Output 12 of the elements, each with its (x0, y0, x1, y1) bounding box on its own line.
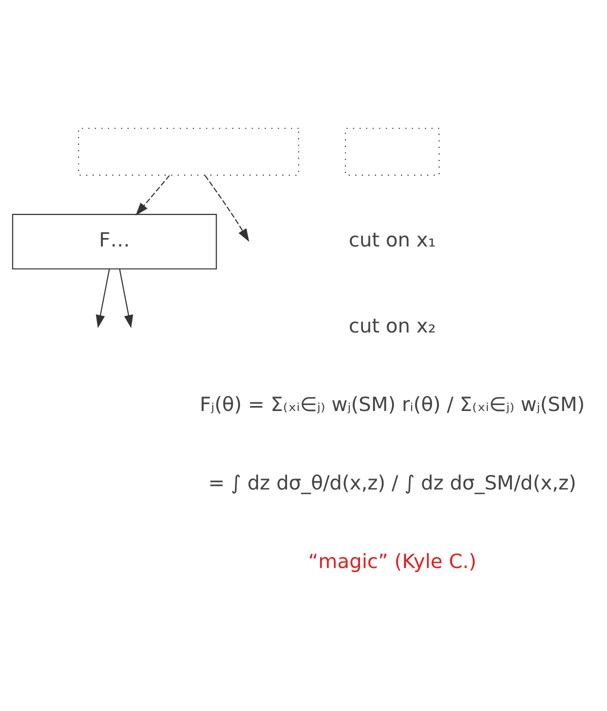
arrow (136, 175, 170, 216)
arrow (119, 269, 134, 328)
label: = ∫ dz dσ_θ/d(x,z) / ∫ dz dσ_SM/d(x,z) (208, 471, 576, 494)
label: cut on x₁ (348, 228, 436, 252)
node-box: F… (12, 214, 217, 270)
arrow (204, 175, 250, 242)
label: “magic” (Kyle C.) (308, 550, 476, 573)
label: cut on x₂ (348, 314, 436, 338)
node-box (344, 128, 440, 176)
arrow (96, 269, 110, 328)
label: Fⱼ(θ) = Σ₍ₓᵢ∈ⱼ₎ wⱼ(SM) rᵢ(θ) / Σ₍ₓᵢ∈ⱼ₎ wⱼ(SM) (200, 392, 585, 416)
node-box (78, 128, 300, 176)
